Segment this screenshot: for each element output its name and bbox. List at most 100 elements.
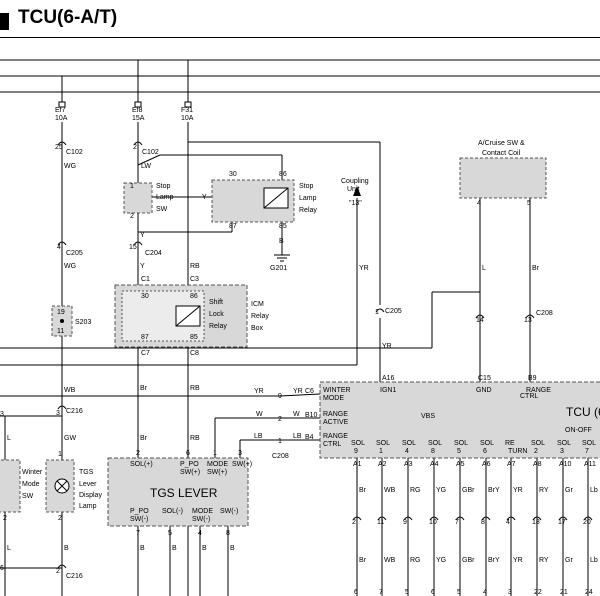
wire-color: WB (384, 487, 396, 494)
sol-number: TURN (508, 448, 527, 455)
text-layer: Ef7 10A Ef8 15A F31 10A 25 C102 2 C102 W… (0, 107, 600, 580)
wire-color: GBr (462, 557, 475, 564)
component-label: Lamp (79, 503, 97, 510)
tgs-pin-number: 1 (213, 450, 217, 457)
tcu-group-label: ON-OFF (565, 427, 592, 434)
connector-label: C216 (66, 573, 83, 580)
pin-label: 15 (129, 244, 137, 251)
fuse-icon (184, 101, 192, 108)
connector-icon (506, 516, 516, 521)
sol-label: SOL (351, 440, 365, 447)
component-label: Relay (209, 323, 227, 330)
tcu-pin-label: MODE (323, 395, 344, 402)
pin-label: 9 (403, 519, 407, 526)
component-label: A/Cruise SW & (478, 140, 525, 147)
pin-label: C7 (141, 350, 150, 357)
fuse-ef8-id: Ef8 (132, 107, 143, 114)
pin-label: 6 (354, 589, 358, 596)
tcu-pin-number: B10 (305, 412, 318, 419)
connector-icon (133, 141, 143, 146)
component-label: Stop (299, 183, 314, 190)
wire-color: RG (410, 487, 421, 494)
tcu-pin-number: A3 (404, 461, 413, 468)
pin-label: C8 (190, 350, 199, 357)
component-label: Stop (156, 183, 171, 190)
wire-color: B (279, 238, 284, 245)
tcu-pin-number: A4 (430, 461, 439, 468)
tgs-pin-label: SW(+) (207, 469, 227, 476)
wire-color: YR (293, 388, 303, 395)
connector-icon (133, 241, 143, 246)
sol-number: 5 (457, 448, 461, 455)
component-label: Winter (22, 469, 43, 476)
tgs-pin-label: SOL(-) (162, 508, 183, 515)
wire-color: Br (359, 557, 367, 564)
arrow-up-icon (353, 186, 361, 196)
tcu-pin-label: CTRL (323, 441, 341, 448)
fuse-layer (57, 101, 535, 569)
sol-number: 3 (560, 448, 564, 455)
connector-icon (57, 564, 67, 569)
wire-color: YG (436, 557, 446, 564)
sol-label: RE (505, 440, 515, 447)
wire-color: B (172, 545, 177, 552)
tgs-pin-label: P_PO (130, 508, 149, 515)
tcu-box (319, 381, 600, 459)
connector-icon (352, 516, 362, 521)
connector-label: C216 (66, 408, 83, 415)
fuse-f31-id: F31 (181, 107, 193, 114)
pin-label: 19 (57, 309, 65, 316)
connector-icon (429, 516, 439, 521)
connector-icon (558, 516, 568, 521)
sol-label: SOL (557, 440, 571, 447)
connector-icon (525, 314, 535, 319)
pin-label: 1 (278, 438, 282, 445)
sol-number: 7 (585, 448, 589, 455)
pin-label: 2 (130, 213, 134, 220)
pin-label: 85 (279, 223, 287, 230)
wire-color: WG (64, 163, 76, 170)
wire (137, 154, 161, 166)
sol-label: SOL (402, 440, 416, 447)
pin-label: C3 (190, 276, 199, 283)
ground-label: G201 (270, 265, 287, 272)
tcu-pin-label: ACTIVE (323, 419, 349, 426)
wire-color: W (256, 411, 263, 418)
wire-color: RY (539, 487, 549, 494)
sol-number: 6 (483, 448, 487, 455)
tgs-pin-number: 6 (186, 450, 190, 457)
connector-icon (57, 241, 67, 246)
connector-icon (57, 405, 67, 410)
pin-label: 4 (506, 519, 510, 526)
component-layer (0, 157, 600, 527)
fuse-ef7-id: Ef7 (55, 107, 66, 114)
component-label: Relay (251, 313, 269, 320)
connector-icon (583, 516, 593, 521)
tgs-pin-number: 8 (226, 530, 230, 537)
component-label: Shift (209, 299, 223, 306)
wire-color: LW (141, 163, 151, 170)
wire-color: RB (190, 263, 200, 270)
pin-label: 7 (379, 589, 383, 596)
sol-number: 8 (431, 448, 435, 455)
component-label: Mode (22, 481, 40, 488)
component-label: Relay (299, 207, 317, 214)
component-label: Coupling (341, 178, 369, 185)
tcu-pin-number: A1 (353, 461, 362, 468)
wire-color: GW (64, 435, 76, 442)
wire-color: WB (384, 557, 396, 564)
wire-color: YG (436, 487, 446, 494)
tcu-pin-number: B4 (305, 434, 314, 441)
tgs-pin-number: 7 (136, 530, 140, 537)
connector-label: C102 (66, 149, 83, 156)
pin-label: 7 (455, 519, 459, 526)
pin-label: 6 (0, 565, 4, 572)
component-label: Lever (79, 481, 97, 488)
pin-label: 5 (405, 589, 409, 596)
component-label: ICM (251, 301, 264, 308)
wire-color: YR (513, 557, 523, 564)
tgs-pin-label: SW(-) (220, 508, 238, 515)
connector-label: C205 (66, 250, 83, 257)
wire-color: YR (513, 487, 523, 494)
